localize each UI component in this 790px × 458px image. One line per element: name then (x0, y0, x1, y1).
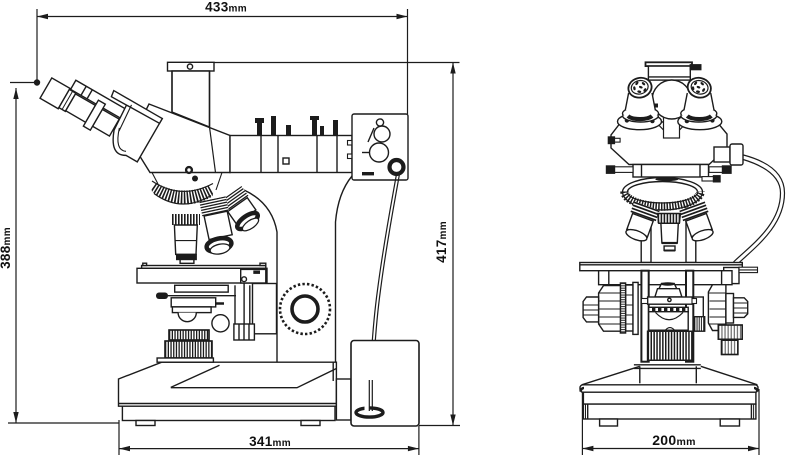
svg-text:341mm: 341mm (249, 434, 291, 449)
svg-text:388mm: 388mm (0, 227, 13, 269)
svg-text:417mm: 417mm (434, 221, 449, 263)
svg-text:433mm: 433mm (205, 0, 247, 15)
svg-text:200mm: 200mm (652, 432, 696, 448)
